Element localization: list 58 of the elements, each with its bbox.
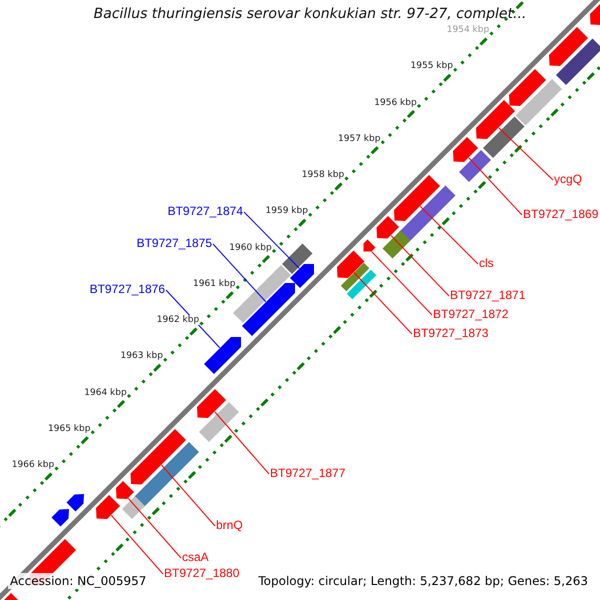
accession-text: Accession: NC_005957: [8, 573, 148, 589]
scale-label: 1961 kbp: [193, 278, 236, 289]
gene-label: BT9727_1874: [168, 204, 243, 219]
scale-label: 1954 kbp: [446, 25, 490, 35]
gene-block: [549, 27, 588, 66]
gene-block: [197, 389, 226, 418]
gene-label: BT9727_1877: [270, 466, 346, 481]
gene-block: [394, 175, 440, 221]
gene-label: BT9727_1869: [523, 207, 598, 222]
gene-block: [52, 509, 69, 526]
gene-block: [130, 429, 186, 484]
scale-label: 1958 kbp: [302, 170, 344, 180]
leader-line: [468, 157, 522, 216]
gene-label: csaA: [182, 550, 209, 565]
gene-label: ycgQ: [554, 172, 582, 187]
leader-line: [212, 244, 266, 302]
genome-stats-text: Topology: circular; Length: 5,237,682 bp; Genes: 5,263: [256, 573, 590, 589]
scale-label: 1956 kbp: [374, 98, 417, 108]
gene-block: [453, 137, 478, 162]
scale-label: 1959 kbp: [266, 206, 308, 216]
leader-line: [110, 514, 164, 574]
gene-block: [476, 100, 515, 139]
gene-block: [337, 250, 364, 278]
scale-label: 1960 kbp: [229, 242, 272, 252]
gene-label: brnQ: [216, 518, 243, 533]
leader-line: [390, 235, 450, 296]
gene-label: BT9727_1871: [450, 288, 526, 303]
leader-line: [161, 464, 216, 526]
gene-label: BT9727_1873: [413, 326, 488, 341]
gene-label: BT9727_1875: [136, 236, 212, 251]
gene-label: BT9727_1876: [90, 282, 165, 297]
gene-block: [66, 494, 84, 512]
diagram-title: Bacillus thuringiensis serovar konkukian str. 97-27, complet...: [92, 6, 528, 22]
leader-line: [244, 212, 300, 269]
gene-label: BT9727_1880: [164, 566, 240, 581]
gene-block: [204, 337, 241, 374]
scale-label: 1964 kbp: [84, 388, 127, 398]
scale-label: 1965 kbp: [48, 424, 90, 434]
scale-label: 1957 kbp: [338, 134, 380, 144]
gene-block: [96, 495, 120, 519]
scale-label: 1963 kbp: [120, 351, 163, 362]
gene-block: [509, 69, 546, 106]
leader-line: [371, 251, 432, 316]
leader-line: [214, 411, 270, 474]
gene-block: [242, 283, 295, 336]
scale-label: 1955 kbp: [410, 61, 453, 72]
gene-label: cls: [479, 256, 494, 271]
scale-label: 1962 kbp: [156, 315, 200, 325]
leader-line: [498, 127, 554, 180]
leader-line: [128, 498, 182, 558]
leader-line: [354, 272, 412, 334]
gene-label: BT9727_1872: [433, 307, 508, 322]
gene-block: [364, 240, 376, 252]
scale-label: 1966 kbp: [12, 460, 54, 470]
leader-line: [420, 206, 478, 264]
gene-block: [290, 264, 314, 288]
gene-block: [116, 481, 134, 499]
gene-block: [376, 216, 399, 238]
